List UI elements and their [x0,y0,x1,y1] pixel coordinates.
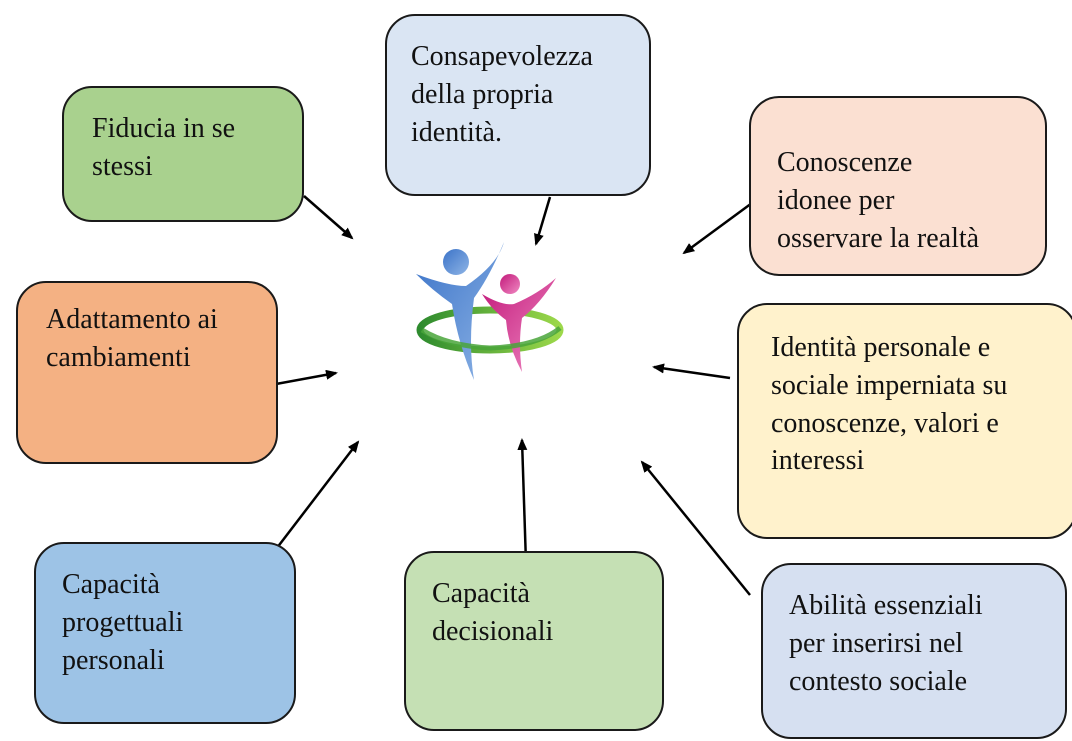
box-abilita-text: Abilità essenziali per inserirsi nel con… [789,590,983,697]
box-adattamento-text: Adattamento ai cambiamenti [46,304,218,373]
arrow-fiducia [303,195,354,240]
box-adattamento: Adattamento ai cambiamenti [16,281,278,464]
box-decisionali: Capacità decisionali [404,551,664,731]
box-consapevolezza-text: Consapevolezza della propria identità. [411,41,593,148]
arrow-progettuali [269,440,360,558]
people-figures-logo-icon [416,242,564,380]
arrow-identita [652,363,731,380]
box-progettuali-text: Capacità progettuali personali [62,569,184,676]
box-identita-text: Identità personale e sociale imperniata … [771,332,1008,477]
arrow-adattamento [275,369,338,386]
box-consapevolezza: Consapevolezza della propria identità. [385,14,651,196]
arrow-decisionali [517,438,528,564]
arrow-abilita [640,460,751,596]
arrow-conoscenze [682,201,753,255]
box-conoscenze-text: Conoscenze idonee per osservare la realt… [777,147,980,254]
box-identita: Identità personale e sociale imperniata … [737,303,1072,539]
arrow-consapevolezza [534,196,552,246]
box-progettuali: Capacità progettuali personali [34,542,296,724]
box-abilita: Abilità essenziali per inserirsi nel con… [761,563,1067,739]
box-decisionali-text: Capacità decisionali [432,578,554,647]
box-fiducia-text: Fiducia in se stessi [92,113,236,182]
box-fiducia: Fiducia in se stessi [62,86,304,222]
box-conoscenze: Conoscenze idonee per osservare la realt… [749,96,1047,276]
